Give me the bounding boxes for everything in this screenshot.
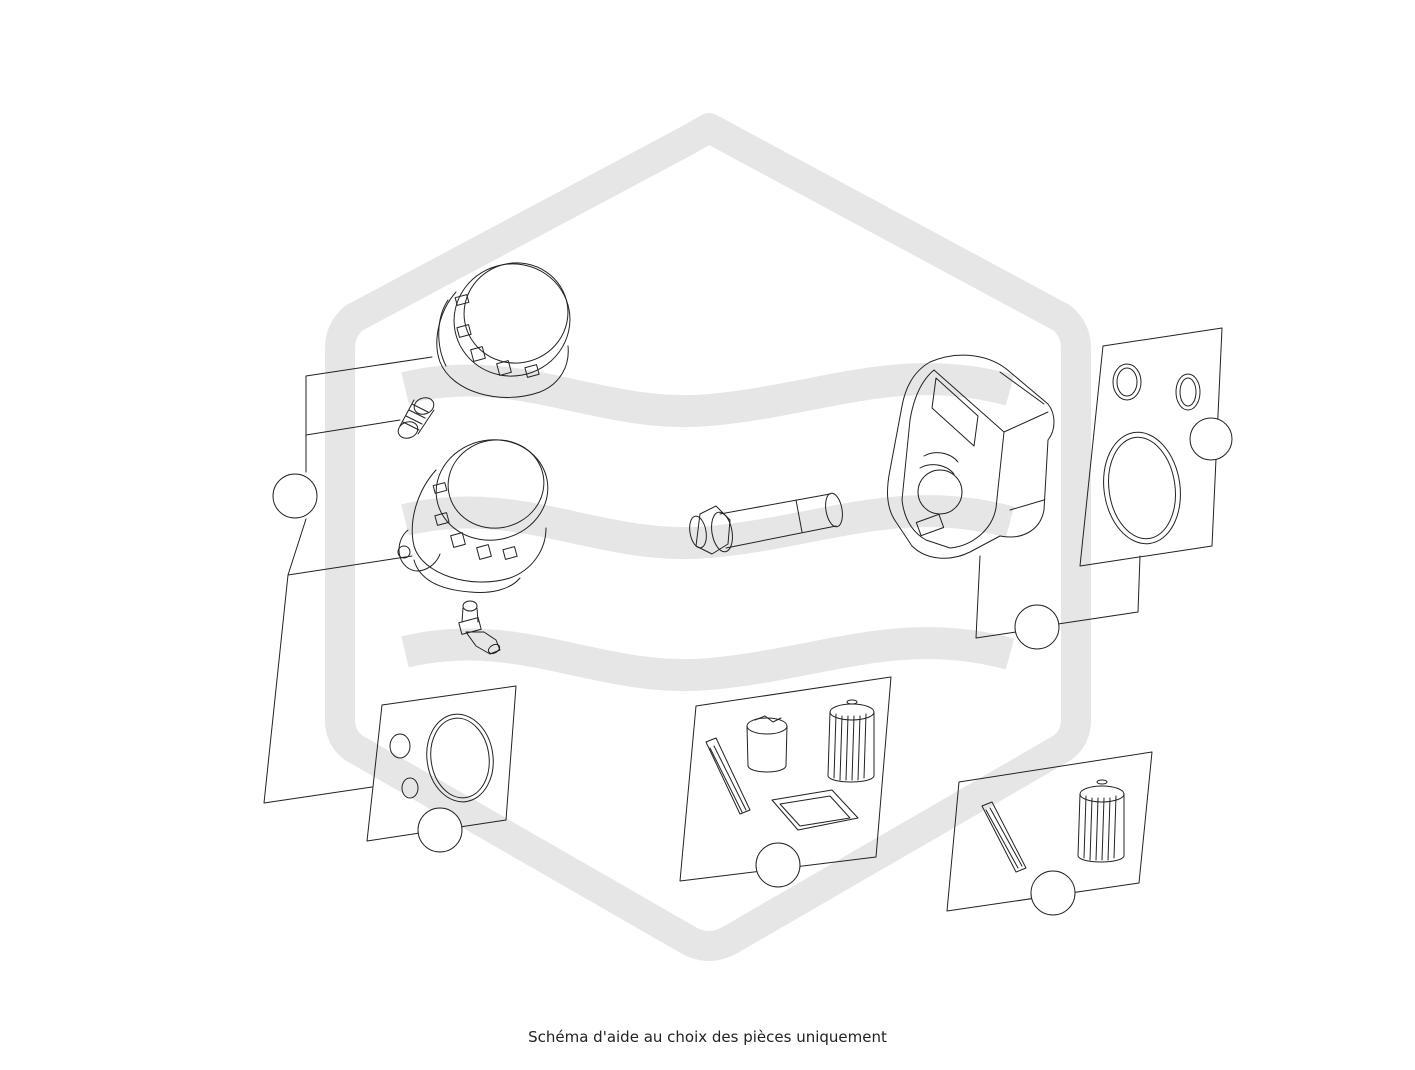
callout-cooler-seals[interactable]: [1189, 417, 1233, 461]
threaded-nipple: [397, 397, 435, 439]
filter-kit-panel-small: [946, 751, 1153, 912]
callout-filter-kit-small[interactable]: [1030, 870, 1076, 916]
callout-oil-cooler[interactable]: [1014, 604, 1060, 650]
seals-panel-upper-right: [1079, 327, 1223, 567]
seals-panel-lower-left: [366, 685, 517, 842]
center-pipe-bolt: [689, 492, 843, 555]
callout-filter-kit-large[interactable]: [755, 842, 801, 888]
oil-cooler: [887, 354, 1055, 559]
lower-filter-housing: [397, 439, 549, 593]
callout-housing-seals[interactable]: [417, 807, 463, 853]
sensor-valve: [458, 600, 501, 655]
diagram-caption: Schéma d'aide au choix des pièces unique…: [528, 1028, 887, 1046]
leader-lines-cooler: [975, 555, 1141, 639]
leader-lines-left: [263, 356, 433, 804]
filter-kit-panel-large: [679, 676, 892, 882]
upper-filter-housing: [436, 262, 571, 398]
hexagon-wave-logo-watermark: [325, 113, 1091, 961]
callout-filter-housings[interactable]: [272, 473, 318, 519]
